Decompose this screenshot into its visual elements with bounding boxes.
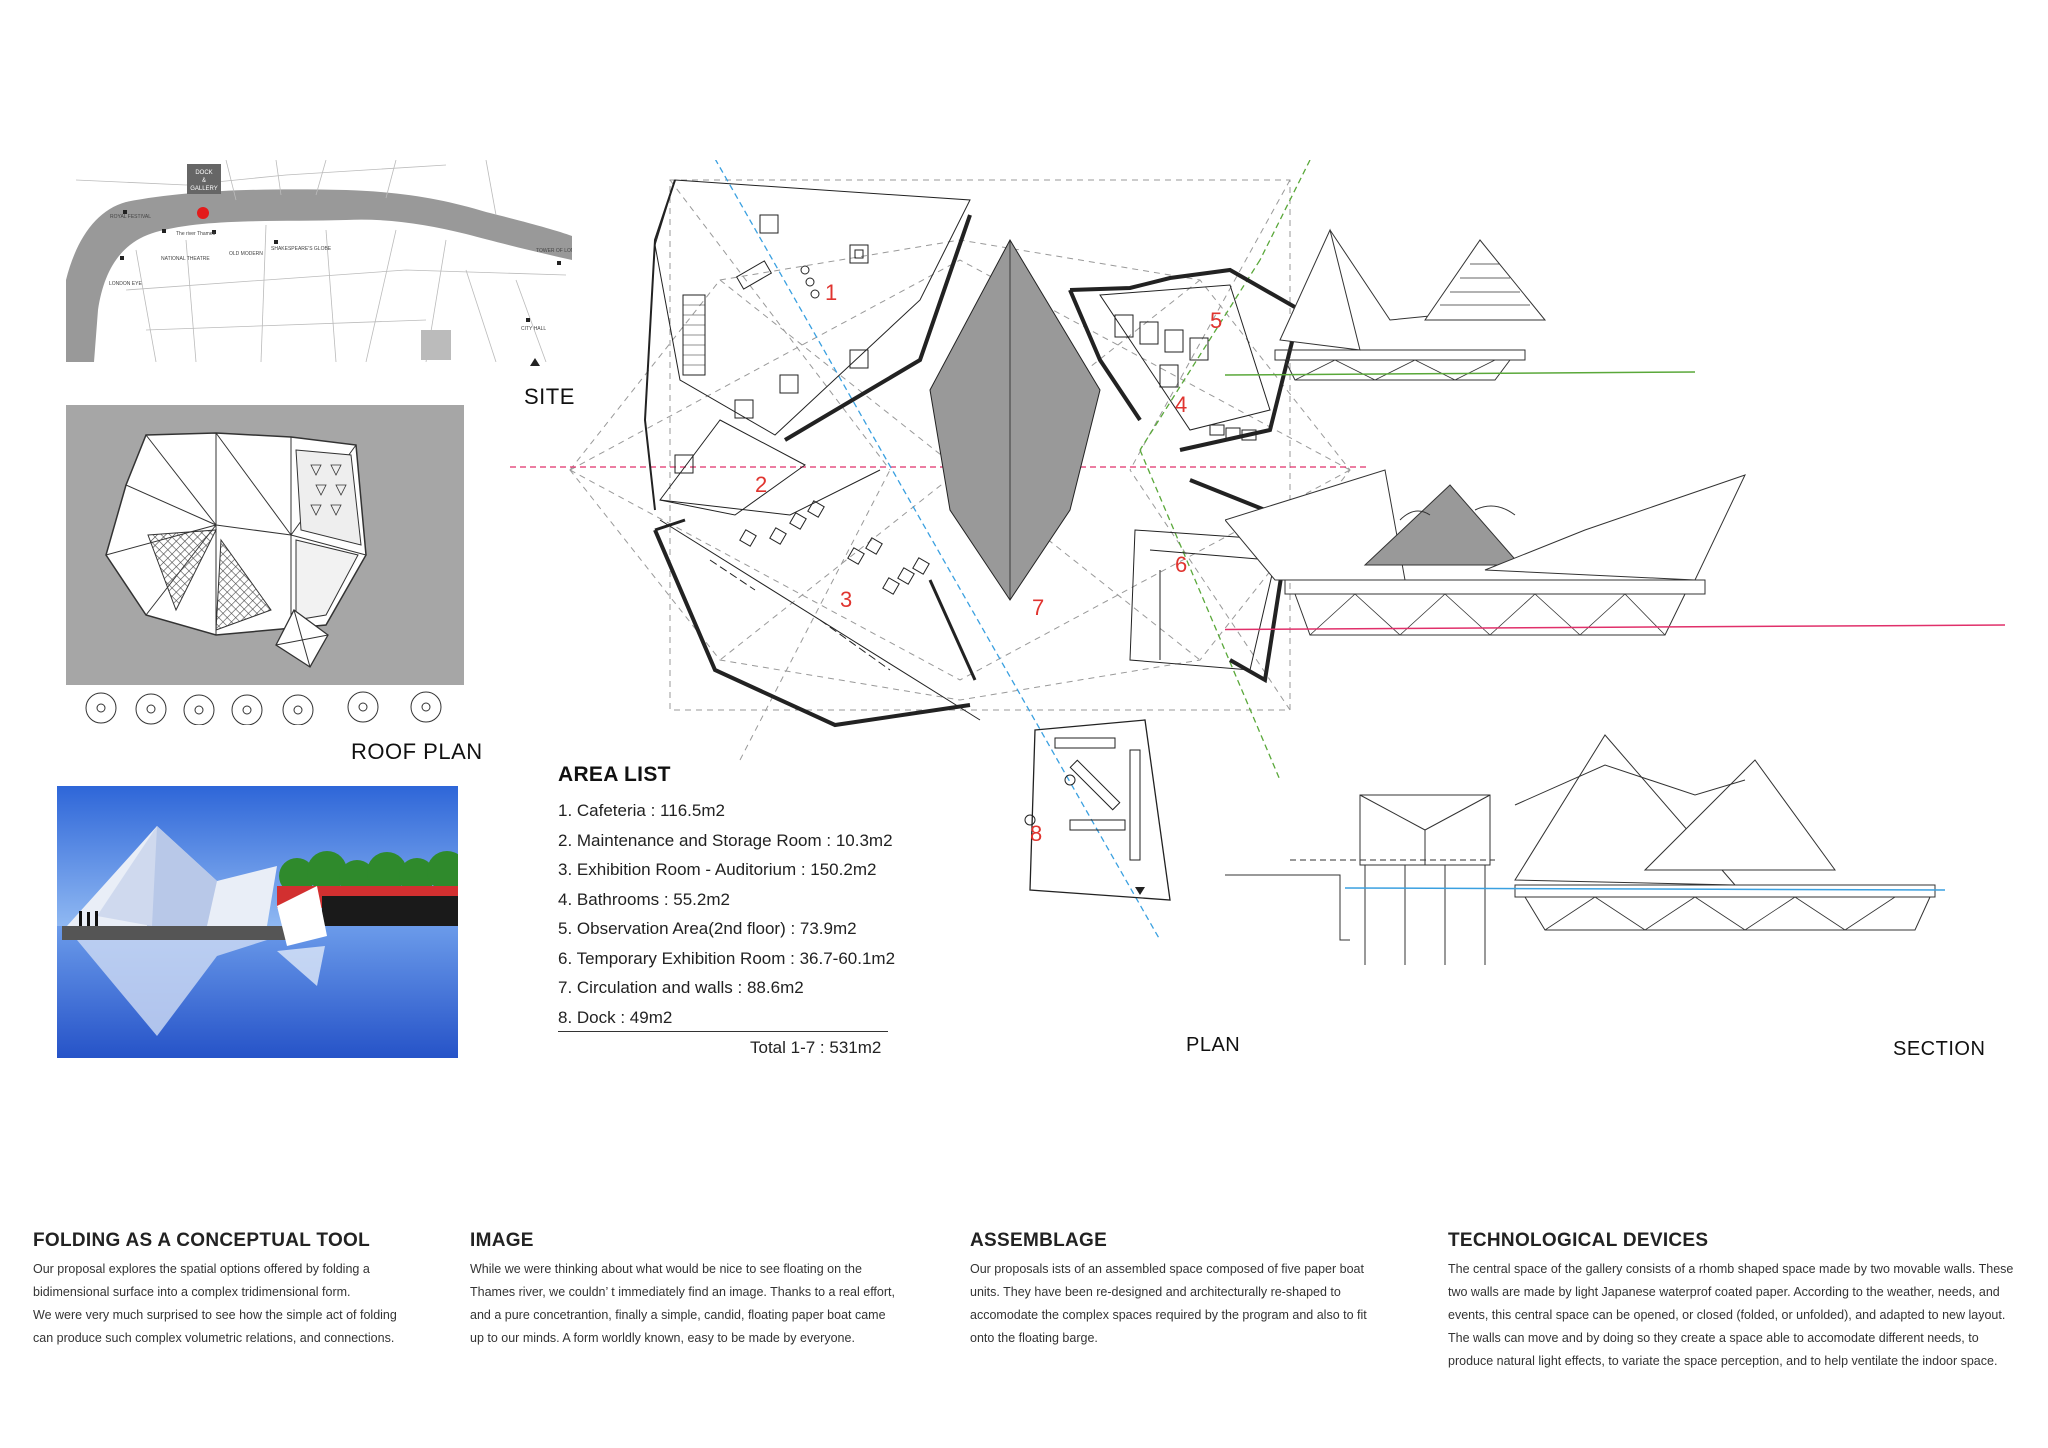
area-item-3: 3. Exhibition Room - Auditorium : 150.2m… <box>558 860 877 879</box>
site-map: The river Thames ROYAL FESTIVAL NATIONAL… <box>66 160 572 362</box>
section-2-water-line <box>1225 624 2006 631</box>
axis-green <box>1259 160 1311 261</box>
section-technological-line-3: events, this central space can be opened… <box>1448 1308 2006 1322</box>
section-assemblage: ASSEMBLAGE Our proposals ists of an asse… <box>970 1230 1420 1350</box>
plan-number-7: 7 <box>1032 595 1044 620</box>
svg-text:OLD MODERN: OLD MODERN <box>229 251 263 257</box>
area-item-2: 2. Maintenance and Storage Room : 10.3m2 <box>558 830 893 850</box>
svg-text:NATIONAL THEATRE: NATIONAL THEATRE <box>161 256 210 262</box>
section-1-water-line <box>1225 371 1696 376</box>
section-folding-line-2: bidimensional surface into a complex tri… <box>33 1285 351 1299</box>
dock-label-2: & <box>202 178 206 184</box>
section-technological-line-4: The walls can move and by doing so they … <box>1448 1331 1979 1345</box>
plan-number-4: 4 <box>1175 392 1187 417</box>
section-technological-line-1: The central space of the gallery consist… <box>1448 1262 2014 1276</box>
roof-plan-label: ROOF PLAN <box>351 739 483 764</box>
plan-number-1: 1 <box>825 280 837 305</box>
area-item-8: 8. Dock : 49m2 <box>558 1007 673 1027</box>
section-assemblage-line-2: units. They have been re-designed and ar… <box>970 1285 1341 1299</box>
site-location-dot <box>197 207 209 219</box>
section-folding-line-4: can produce such complex volumetric rela… <box>33 1331 395 1345</box>
dock-label-1: DOCK <box>195 170 212 176</box>
area-item-6: 6. Temporary Exhibition Room : 36.7-60.1… <box>558 948 896 968</box>
section-technological-line-2: two walls are made by light Japanese wat… <box>1448 1285 2000 1299</box>
section-image: IMAGE While we were thinking about what … <box>470 1230 950 1350</box>
area-item-1: 1. Cafeteria : 116.5m2 <box>558 801 725 820</box>
section-image-line-4: up to our minds. A form worldly known, e… <box>470 1331 855 1345</box>
section-technological-title: TECHNOLOGICAL DEVICES <box>1448 1230 1709 1251</box>
section-assemblage-line-1: Our proposals ists of an assembled space… <box>970 1262 1364 1276</box>
section-folding-line-1: Our proposal explores the spatial option… <box>33 1262 370 1276</box>
svg-text:CITY HALL: CITY HALL <box>521 326 546 332</box>
svg-text:LONDON EYE: LONDON EYE <box>109 281 142 287</box>
section-technological-line-5: produce natural light effects, to variat… <box>1448 1354 1998 1368</box>
section-label: SECTION <box>1893 1038 1986 1060</box>
river-thames <box>66 189 572 362</box>
section-drawings <box>1225 228 2006 965</box>
dock-label-3: GALLERY <box>190 186 218 192</box>
floor-plan-drawing: 1 2 3 4 5 6 7 8 <box>510 160 1370 941</box>
area-item-4: 4. Bathrooms : 55.2m2 <box>558 889 730 909</box>
svg-text:ROYAL FESTIVAL: ROYAL FESTIVAL <box>110 214 151 220</box>
dock-gallery-marker <box>187 164 221 194</box>
plan-number-2: 2 <box>755 472 767 497</box>
section-folding: FOLDING AS A CONCEPTUAL TOOL Our proposa… <box>33 1230 463 1350</box>
axis-blue <box>714 160 1161 941</box>
site-label: SITE <box>524 384 575 409</box>
svg-text:SHAKESPEARE'S GLOBE: SHAKESPEARE'S GLOBE <box>271 246 332 252</box>
section-image-title: IMAGE <box>470 1230 534 1251</box>
plan-number-3: 3 <box>840 587 852 612</box>
area-list-title: AREA LIST <box>558 763 671 786</box>
section-image-line-1: While we were thinking about what would … <box>470 1262 862 1276</box>
roof-plan-drawing <box>66 405 464 725</box>
plan-number-6: 6 <box>1175 552 1187 577</box>
section-folding-line-3: We were very much surprised to see how t… <box>33 1308 397 1322</box>
plan-number-5: 5 <box>1210 308 1222 333</box>
area-list: 1. Cafeteria : 116.5m2 2. Maintenance an… <box>558 796 895 1032</box>
section-image-line-3: and a pure concetrantion, finally a simp… <box>470 1308 886 1322</box>
plan-number-8: 8 <box>1030 821 1042 846</box>
section-image-line-2: Thames river, we couldn’ t immediately f… <box>470 1285 895 1299</box>
area-item-5: 5. Observation Area(2nd floor) : 73.9m2 <box>558 919 857 938</box>
section-assemblage-line-4: onto the floating barge. <box>970 1331 1098 1345</box>
floating-gallery-render <box>57 786 458 1058</box>
section-assemblage-line-3: accomodate the complex spaces required b… <box>970 1308 1367 1322</box>
area-item-7: 7. Circulation and walls : 88.6m2 <box>558 978 804 997</box>
central-rhomb <box>929 238 1101 601</box>
section-3-water-line <box>1344 887 1946 891</box>
section-folding-title: FOLDING AS A CONCEPTUAL TOOL <box>33 1230 371 1251</box>
section-assemblage-title: ASSEMBLAGE <box>970 1230 1108 1251</box>
area-total: Total 1-7 : 531m2 <box>750 1038 882 1057</box>
plan-label: PLAN <box>1186 1034 1241 1056</box>
section-technological: TECHNOLOGICAL DEVICES The central space … <box>1448 1230 2038 1373</box>
svg-text:TOWER OF LONDON: TOWER OF LONDON <box>536 248 572 254</box>
area-list-divider <box>558 1031 888 1032</box>
svg-text:The river Thames: The river Thames <box>176 231 216 237</box>
